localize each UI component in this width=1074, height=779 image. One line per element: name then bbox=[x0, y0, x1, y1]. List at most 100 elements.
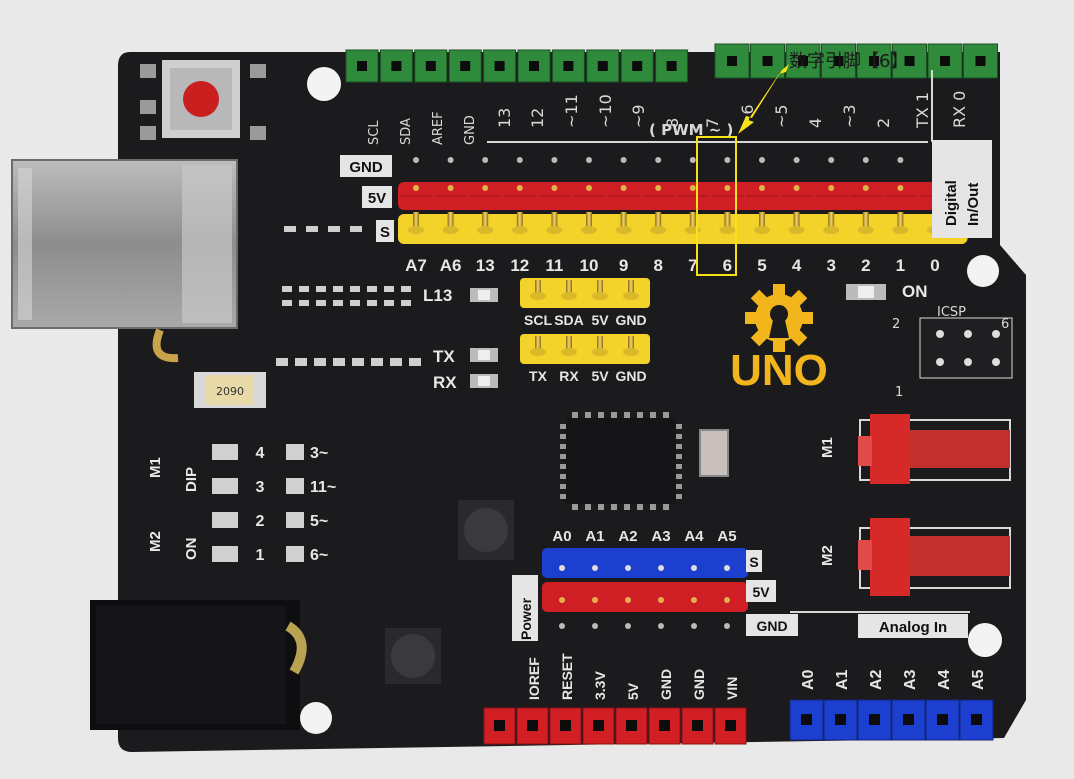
analog-pin bbox=[691, 597, 697, 603]
dip-number: 3 bbox=[256, 479, 265, 496]
motor-connector-m1 bbox=[858, 414, 1011, 484]
chip-pin bbox=[650, 412, 656, 418]
smd-pad bbox=[276, 358, 288, 366]
top-header-label: AREF bbox=[431, 111, 446, 145]
chip-pin bbox=[637, 412, 643, 418]
chip-pin bbox=[560, 484, 566, 489]
dip-switch-pad bbox=[286, 444, 304, 460]
header-pin-label: 5V bbox=[591, 368, 609, 384]
header-hole bbox=[937, 714, 948, 725]
digital-pin-label: 9 bbox=[619, 256, 628, 275]
annotation-arrow-icon bbox=[738, 64, 789, 134]
rail-s bbox=[398, 214, 968, 244]
rail-5v-pin bbox=[551, 185, 558, 191]
inductor-1 bbox=[458, 500, 514, 560]
digital-pin-label: A6 bbox=[440, 256, 462, 275]
power-pin-label: 3.3V bbox=[592, 671, 608, 700]
smd-pad bbox=[295, 358, 307, 366]
analog-in-label: A0 bbox=[800, 669, 817, 690]
chip-pin bbox=[560, 434, 566, 439]
rail-s-pin bbox=[620, 212, 627, 230]
svg-text:GND: GND bbox=[349, 159, 383, 176]
analog-rail-tag-s: S bbox=[746, 550, 762, 572]
chip-pin bbox=[560, 464, 566, 469]
analog-pin bbox=[658, 565, 664, 571]
header-pin-label: 5V bbox=[591, 312, 609, 328]
svg-text:5V: 5V bbox=[752, 584, 770, 600]
mounting-hole bbox=[968, 623, 1002, 657]
rail-gnd-pin bbox=[516, 157, 523, 163]
smd-pad bbox=[384, 300, 394, 306]
rail-s-pin-base bbox=[581, 226, 597, 234]
rail-tag-s: S bbox=[376, 220, 394, 242]
dip-m2-label: M2 bbox=[147, 531, 164, 552]
top-header-label: ~3 bbox=[840, 104, 859, 128]
smd-pad bbox=[299, 286, 309, 292]
microcontroller-chip bbox=[560, 412, 682, 510]
dip-switch-toggle bbox=[212, 478, 238, 494]
dip-pin-label: 5~ bbox=[310, 513, 328, 530]
rail-5v-pin bbox=[862, 185, 869, 191]
analog-pin bbox=[592, 597, 598, 603]
m2-label: M2 bbox=[819, 545, 836, 566]
dip-switch bbox=[212, 444, 304, 562]
top-header-label: RX 0 bbox=[950, 91, 969, 128]
smd-pad bbox=[367, 300, 377, 306]
analog-rail-s bbox=[542, 548, 748, 578]
rail-s-pin-base bbox=[477, 226, 494, 234]
rail-tag-5v: 5V bbox=[362, 186, 392, 208]
smd-pad bbox=[384, 286, 394, 292]
dip-switch-toggle bbox=[212, 546, 238, 562]
header-pin-base bbox=[561, 348, 577, 356]
rail-gnd-pin bbox=[413, 157, 419, 163]
svg-text:5V: 5V bbox=[368, 190, 386, 207]
top-header-label: 13 bbox=[495, 108, 514, 128]
svg-text:In/Out: In/Out bbox=[965, 183, 982, 226]
icsp-pin bbox=[936, 358, 944, 366]
rail-s-pin bbox=[828, 212, 835, 230]
rail-gnd-pin bbox=[862, 157, 869, 163]
analog-rail-5v bbox=[542, 582, 748, 612]
uno-gear-logo-icon bbox=[745, 284, 813, 352]
rail-gnd-pin bbox=[447, 157, 454, 163]
rail-gnd-pin bbox=[620, 157, 627, 163]
rail-s-pin-base bbox=[650, 226, 667, 234]
header-hole bbox=[560, 720, 571, 731]
i2c-header bbox=[520, 278, 650, 308]
header-hole bbox=[869, 56, 879, 66]
analog-pin bbox=[625, 565, 631, 571]
analog-pin bbox=[559, 565, 565, 571]
analog-in-label: A1 bbox=[834, 669, 851, 690]
chip-pin bbox=[611, 504, 617, 510]
chip-pin bbox=[560, 454, 566, 459]
rail-s-pin-base bbox=[892, 226, 909, 234]
led-rx bbox=[470, 374, 498, 388]
header-hole bbox=[357, 61, 367, 71]
digital-pin-label: 11 bbox=[545, 256, 563, 275]
analog-pin bbox=[658, 623, 664, 629]
analog-side-label: A1 bbox=[585, 528, 604, 545]
digital-inout-tag: Digital In/Out bbox=[932, 140, 992, 238]
rail-s-pin bbox=[516, 212, 523, 230]
smd-pad bbox=[333, 300, 343, 306]
smd-pad bbox=[333, 358, 345, 366]
digital-pin-label: 2 bbox=[861, 256, 870, 275]
rail-5v-pin bbox=[586, 185, 592, 191]
analog-pin bbox=[592, 565, 598, 571]
smd-pad bbox=[282, 286, 292, 292]
header-pin bbox=[597, 336, 603, 352]
power-pin-label: RESET bbox=[559, 653, 575, 700]
analog-side-label: A5 bbox=[717, 528, 736, 545]
rail-gnd-pin bbox=[482, 157, 489, 163]
analog-in-label: A2 bbox=[868, 669, 885, 690]
header-hole bbox=[666, 61, 677, 71]
inductor-2 bbox=[385, 628, 441, 684]
dip-m1-label: M1 bbox=[147, 457, 164, 478]
analog-pin bbox=[724, 597, 730, 603]
rail-5v-pin bbox=[413, 185, 419, 191]
